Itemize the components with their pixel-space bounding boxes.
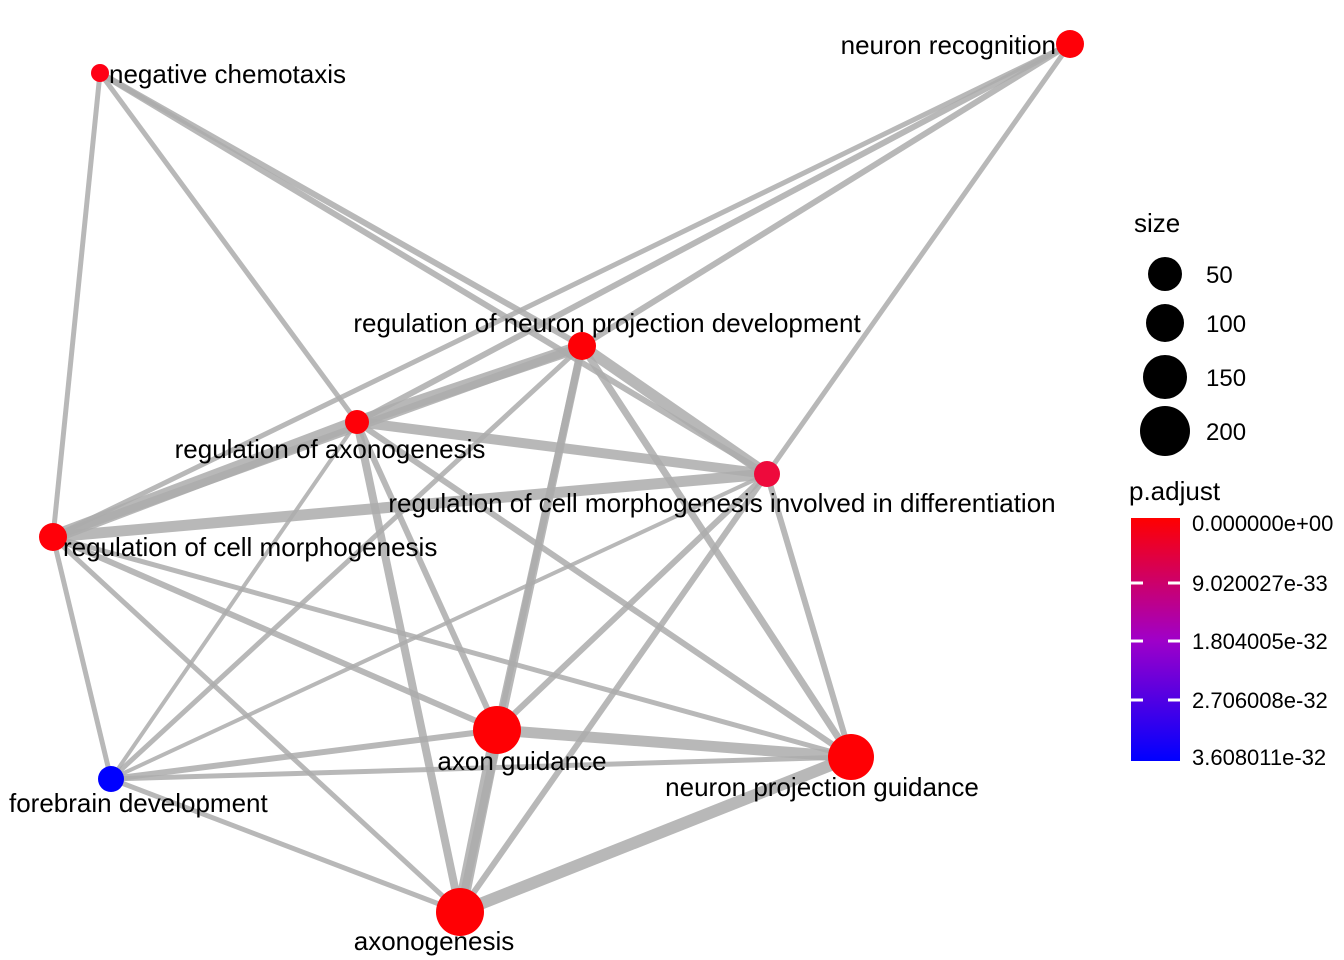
network-edge xyxy=(110,472,768,781)
size-legend-marker xyxy=(1146,304,1184,342)
network-edge xyxy=(496,724,852,763)
node-label: axon guidance xyxy=(437,746,606,776)
network-edge xyxy=(50,72,103,538)
node-label: regulation of cell morphogenesis xyxy=(63,532,437,562)
network-node[interactable] xyxy=(39,523,67,551)
network-edge xyxy=(764,473,854,758)
network-edge xyxy=(453,728,504,914)
network-edge xyxy=(109,344,584,781)
size-legend-title: size xyxy=(1134,208,1180,238)
network-node[interactable] xyxy=(345,410,369,434)
colorbar-tick-label: 0.000000e+00 xyxy=(1192,511,1333,536)
network-node[interactable] xyxy=(568,332,596,360)
network-edge xyxy=(764,42,1073,476)
network-edge xyxy=(355,419,853,760)
node-label: regulation of cell morphogenesis involve… xyxy=(388,488,1055,518)
size-legend-marker xyxy=(1148,257,1182,291)
colorbar-tick-label: 3.608011e-32 xyxy=(1192,745,1326,770)
network-node[interactable] xyxy=(1056,30,1084,58)
network-node[interactable] xyxy=(436,888,484,936)
size-legend-label: 50 xyxy=(1206,262,1233,289)
network-edge xyxy=(50,536,114,780)
size-legend-marker xyxy=(1140,406,1190,456)
size-legend-label: 200 xyxy=(1206,419,1246,446)
network-edge xyxy=(98,70,769,477)
network-edge xyxy=(494,471,770,733)
network-edge xyxy=(51,534,499,733)
network-edge xyxy=(50,415,360,544)
network-node[interactable] xyxy=(828,734,874,780)
node-label: negative chemotaxis xyxy=(109,59,346,89)
node-label: axonogenesis xyxy=(354,926,514,956)
network-edge xyxy=(580,41,1072,349)
node-label: forebrain development xyxy=(9,788,268,818)
size-legend-label: 150 xyxy=(1206,365,1246,392)
network-edge xyxy=(579,344,854,759)
network-edge xyxy=(52,468,768,543)
edges-layer xyxy=(50,41,1073,918)
network-edge xyxy=(356,417,768,479)
colorbar-tick-label: 1.804005e-32 xyxy=(1192,629,1328,654)
colorbar-tick-label: 2.706008e-32 xyxy=(1192,688,1328,713)
node-label: regulation of axonogenesis xyxy=(175,434,486,464)
padjust-legend-title: p.adjust xyxy=(1129,476,1221,506)
network-edge xyxy=(110,776,461,915)
colorbar-tick-label: 9.020027e-33 xyxy=(1192,571,1328,596)
network-edge xyxy=(355,41,1072,425)
network-edge xyxy=(51,535,462,914)
nodes-layer xyxy=(39,30,1084,936)
network-node[interactable] xyxy=(98,766,124,792)
node-label: neuron recognition xyxy=(841,30,1056,60)
network-node[interactable] xyxy=(473,706,521,754)
node-labels-layer: negative chemotaxis neuron recognition reg… xyxy=(9,30,1056,956)
network-edge xyxy=(97,71,360,424)
legend-layer: size 50 100 150 200 p.adjust 0.000000e+00 9.020… xyxy=(1129,208,1333,770)
network-edge xyxy=(110,727,498,782)
node-label: neuron projection guidance xyxy=(665,772,979,802)
network-node[interactable] xyxy=(91,64,109,82)
network-edge xyxy=(52,534,852,760)
network-edge xyxy=(51,41,1072,540)
size-legend-marker xyxy=(1143,355,1187,399)
network-node[interactable] xyxy=(754,461,780,487)
network-edge xyxy=(578,341,771,479)
size-legend-label: 100 xyxy=(1206,311,1246,338)
network-edge xyxy=(109,420,359,781)
network-edge xyxy=(110,754,852,782)
network-edge xyxy=(354,420,500,732)
network-edge xyxy=(457,751,854,918)
node-label: regulation of neuron projection developm… xyxy=(353,308,861,338)
